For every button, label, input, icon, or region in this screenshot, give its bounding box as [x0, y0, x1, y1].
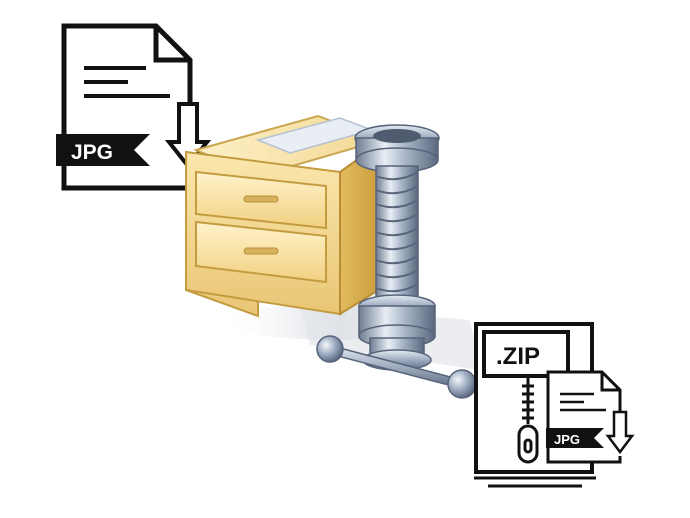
clamp-icon: [316, 124, 477, 399]
inner-jpg-file-icon: JPG: [546, 370, 635, 464]
jpg-badge-label: JPG: [71, 141, 113, 164]
document-text-lines: [84, 66, 170, 98]
handle-knob-right: [447, 369, 477, 399]
jpg-badge: [56, 134, 150, 166]
zipper-icon: [517, 378, 539, 464]
inner-download-arrow-icon: [605, 410, 635, 455]
compression-cabinet-icon: [185, 114, 386, 318]
cabinet-drawer-top: [195, 170, 327, 230]
zip-label: .ZIP: [496, 343, 540, 370]
inner-jpg-badge: [546, 428, 604, 448]
inner-jpg-badge-label: JPG: [554, 432, 580, 447]
screw-threads: [375, 171, 419, 293]
handle-knob-left: [316, 335, 344, 363]
zip-archive-icon: .ZIP JPG: [474, 322, 635, 488]
cabinet-drawer-bottom: [195, 220, 327, 284]
